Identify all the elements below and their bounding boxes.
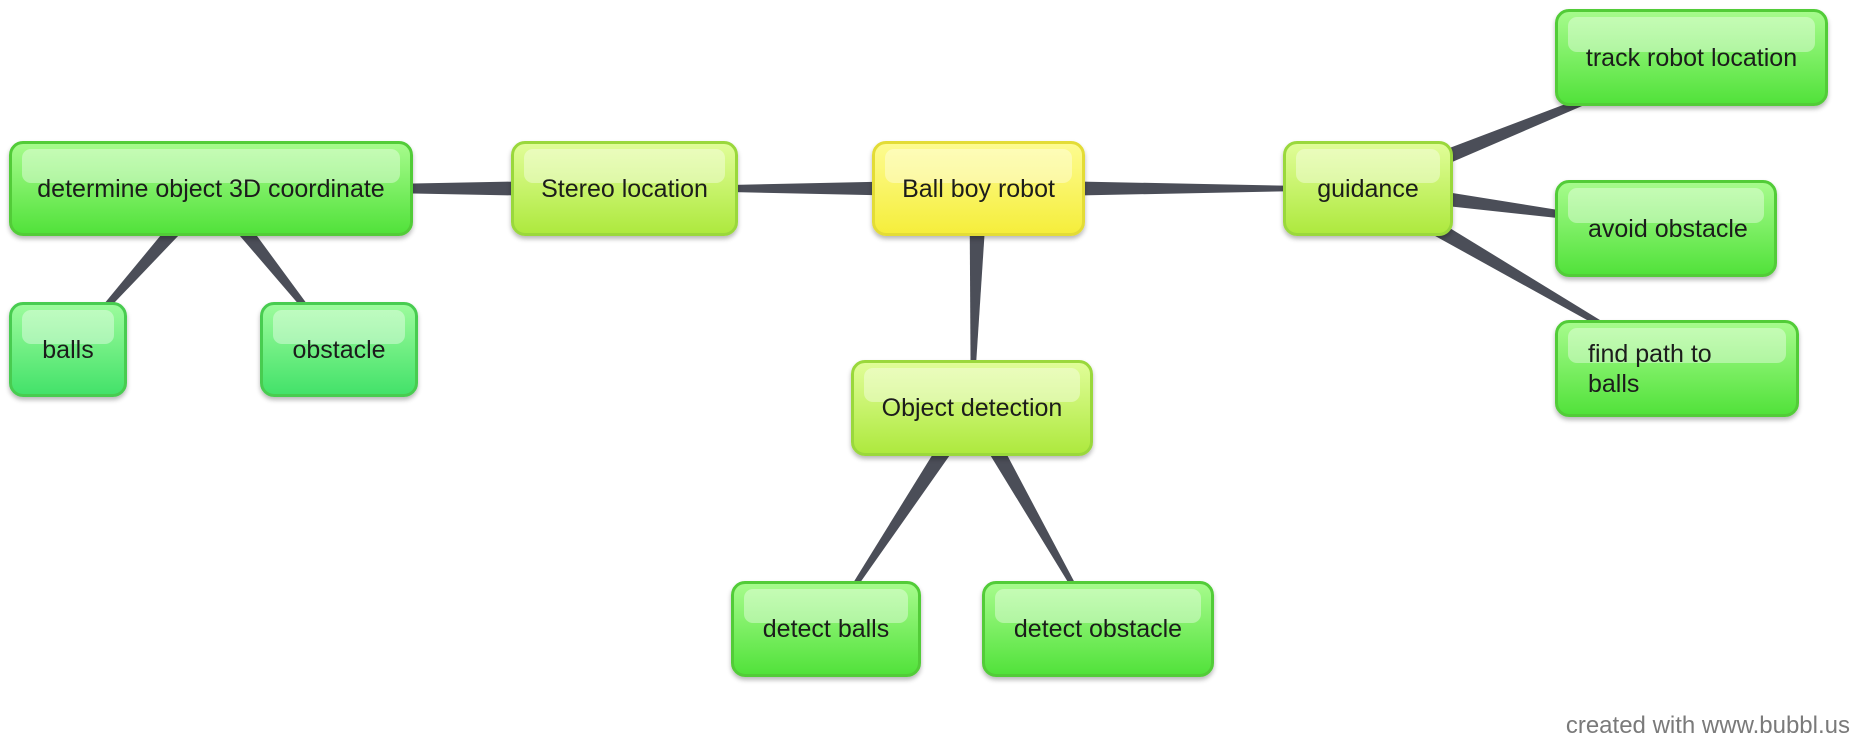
node-detect-obstacle[interactable]: detect obstacle — [982, 581, 1214, 677]
node-obstacle[interactable]: obstacle — [260, 302, 418, 397]
node-stereo-location[interactable]: Stereo location — [511, 141, 738, 236]
node-guidance[interactable]: guidance — [1283, 141, 1453, 236]
node-label: detect balls — [762, 615, 890, 643]
node-determine-object-3d-coordinate[interactable]: determine object 3D coordinate — [9, 141, 413, 236]
node-label: balls — [42, 335, 94, 364]
node-label: track robot location — [1585, 43, 1798, 72]
node-label: obstacle — [292, 335, 386, 364]
node-label: avoid obstacle — [1588, 214, 1748, 243]
connector-root-objdet — [969, 188, 988, 408]
node-label: guidance — [1317, 174, 1419, 203]
node-label: Object detection — [881, 394, 1063, 422]
credit-text: created with www.bubbl.us — [1565, 712, 1850, 739]
node-ball-boy-robot[interactable]: Ball boy robot — [872, 141, 1085, 236]
node-balls[interactable]: balls — [9, 302, 127, 397]
node-label: Ball boy robot — [902, 174, 1055, 203]
node-track-robot-location[interactable]: track robot location — [1555, 9, 1828, 106]
node-find-path-to-balls[interactable]: find path to balls — [1555, 320, 1799, 417]
connector-objdet-detobst — [964, 403, 1099, 630]
node-label: find path to balls — [1588, 339, 1712, 398]
node-label: detect obstacle — [1013, 615, 1183, 643]
node-detect-balls[interactable]: detect balls — [731, 581, 921, 677]
node-label: Stereo location — [541, 174, 708, 203]
node-label: determine object 3D coordinate — [37, 174, 385, 203]
node-avoid-obstacle[interactable]: avoid obstacle — [1555, 180, 1777, 277]
node-object-detection[interactable]: Object detection — [851, 360, 1093, 456]
connector-objdet-detballs — [825, 403, 980, 630]
